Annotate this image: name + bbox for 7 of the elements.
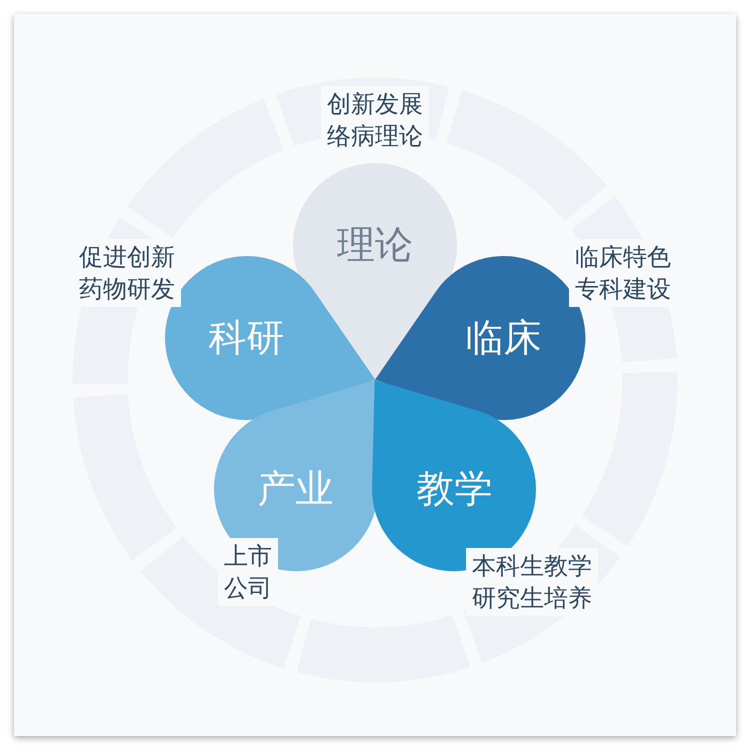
petal-label: 理论	[337, 222, 413, 268]
petal-caption: 本科生教学研究生培养	[466, 548, 598, 616]
petal-label: 临床	[465, 314, 542, 362]
petal-caption: 上市公司	[218, 538, 278, 606]
petal-label: 产业	[258, 466, 334, 513]
petal-label: 教学	[416, 466, 492, 513]
petal-label: 科研	[208, 314, 285, 362]
